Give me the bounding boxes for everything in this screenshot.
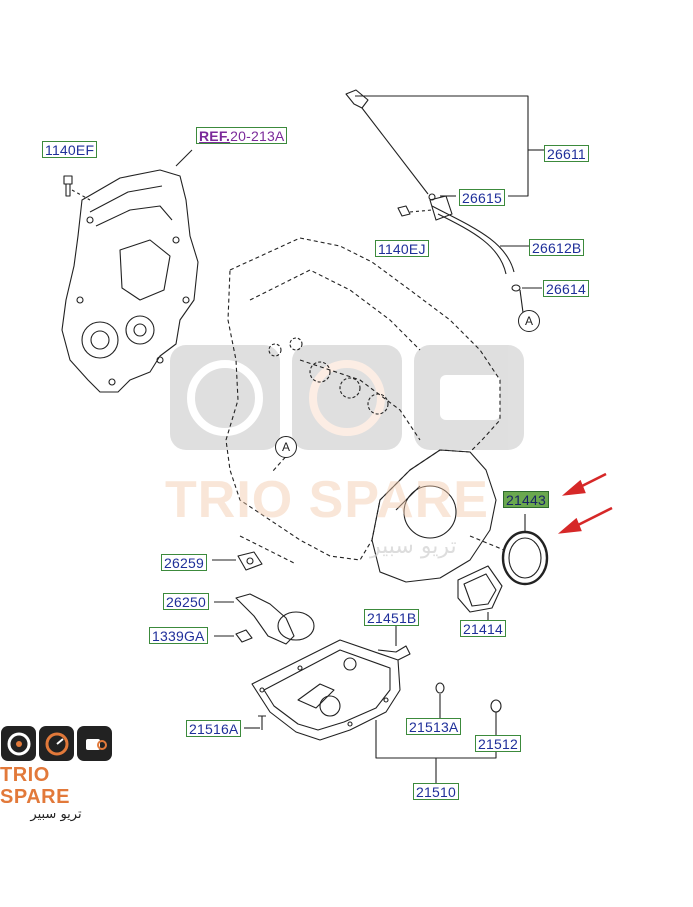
engine-icon [77, 726, 112, 761]
part-label-1140ef[interactable]: 1140EF [42, 141, 98, 158]
seal-housing [371, 449, 497, 583]
watermark-arabic: تريو سبير [370, 534, 457, 559]
part-label-26614[interactable]: 26614 [543, 280, 589, 297]
part-label-26612b[interactable]: 26612B [529, 239, 585, 256]
oil-pan [251, 639, 401, 741]
gasket [457, 565, 503, 613]
part-label-26250[interactable]: 26250 [163, 593, 209, 610]
part-label-21513a[interactable]: 21513A [406, 718, 462, 735]
part-label-21516a[interactable]: 21516A [186, 720, 242, 737]
logo-arabic-text: تريو سبير [30, 807, 82, 822]
oil-seal-ring [501, 530, 549, 586]
part-label-1140ej[interactable]: 1140EJ [375, 240, 429, 257]
ref-label[interactable]: REF.20-213A [196, 127, 288, 144]
part-label-21414[interactable]: 21414 [460, 620, 506, 637]
highlight-arrows [557, 472, 613, 534]
watermark-brand: TRIO SPARE [165, 471, 489, 529]
part-label-26615[interactable]: 26615 [459, 189, 505, 206]
part-label-26611[interactable]: 26611 [544, 145, 589, 162]
part-label-1339ga[interactable]: 1339GA [149, 627, 208, 644]
part-label-21443[interactable]: 21443 [503, 491, 549, 508]
marker-a-top: A [518, 310, 540, 332]
oil-strainer [235, 593, 295, 645]
wheel-icon [1, 726, 36, 761]
logo-icons [1, 726, 125, 761]
ref-prefix: REF. [199, 128, 231, 144]
part-label-26259[interactable]: 26259 [161, 554, 207, 571]
part-label-21512[interactable]: 21512 [475, 735, 521, 752]
marker-a-mid: A [275, 436, 297, 458]
dipstick [345, 89, 369, 109]
dipstick-tube [431, 205, 515, 273]
logo-brand-text: TRIO SPARE [0, 764, 70, 808]
ref-number: 20-213A [230, 128, 285, 144]
part-label-21451b[interactable]: 21451B [364, 609, 420, 626]
part-label-21510[interactable]: 21510 [413, 783, 459, 800]
brand-logo: TRIO SPARE تريو سبير [0, 726, 125, 822]
timing-cover [61, 169, 199, 393]
watermark-icons [170, 345, 524, 450]
gauge-icon [39, 726, 74, 761]
